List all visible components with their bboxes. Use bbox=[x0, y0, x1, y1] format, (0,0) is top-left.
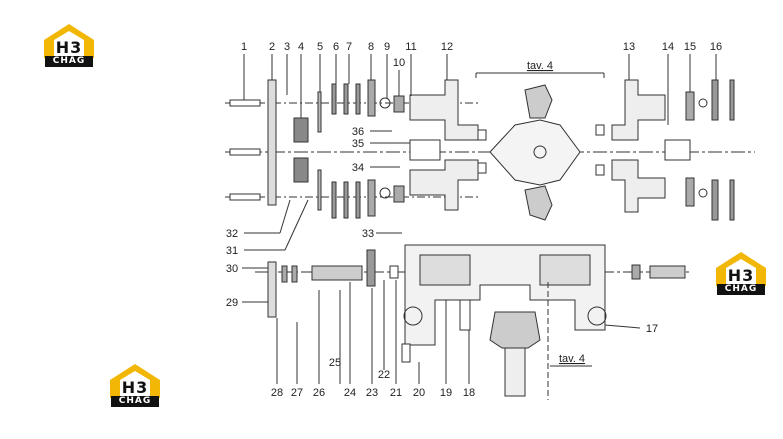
logo-mark: H3 bbox=[121, 378, 149, 397]
part-number-label: 17 bbox=[646, 323, 658, 335]
house-logo-icon bbox=[44, 24, 94, 58]
part-number-label: 35 bbox=[352, 138, 364, 150]
brand-logo-right: H3 CHAG bbox=[712, 250, 770, 296]
part-number-label: 4 bbox=[298, 41, 304, 53]
part-number-label: 2 bbox=[269, 41, 275, 53]
brand-logo-bottom-left: H3 CHAG bbox=[106, 362, 164, 408]
part-number-label: 13 bbox=[623, 41, 635, 53]
part-number-label: 31 bbox=[226, 245, 238, 257]
part-number-label: 25 bbox=[329, 357, 341, 369]
part-number-label: 23 bbox=[366, 387, 378, 399]
part-number-label: 9 bbox=[384, 41, 390, 53]
part-number-label: 26 bbox=[313, 387, 325, 399]
part-number-label: 28 bbox=[271, 387, 283, 399]
logo-text: CHAG bbox=[45, 56, 93, 67]
part-number-label: 32 bbox=[226, 228, 238, 240]
part-number-label: 8 bbox=[368, 41, 374, 53]
part-number-label: 20 bbox=[413, 387, 425, 399]
part-number-label: 22 bbox=[378, 369, 390, 381]
part-number-label: 6 bbox=[333, 41, 339, 53]
part-number-label: 18 bbox=[463, 387, 475, 399]
part-number-label: 10 bbox=[393, 57, 405, 69]
part-number-label: 1 bbox=[241, 41, 247, 53]
logo-text: CHAG bbox=[717, 284, 765, 295]
part-number-label: 3 bbox=[284, 41, 290, 53]
part-number-label: 34 bbox=[352, 162, 364, 174]
part-number-label: 5 bbox=[317, 41, 323, 53]
logo-text: CHAG bbox=[111, 396, 159, 407]
part-number-label: 24 bbox=[344, 387, 356, 399]
part-number-label: 15 bbox=[684, 41, 696, 53]
part-number-label: 33 bbox=[362, 228, 374, 240]
house-logo-icon bbox=[716, 252, 766, 286]
part-number-label: 7 bbox=[346, 41, 352, 53]
part-number-label: 14 bbox=[662, 41, 674, 53]
part-number-label: 11 bbox=[405, 41, 416, 53]
part-number-label: 36 bbox=[352, 126, 364, 138]
logo-mark: H3 bbox=[55, 38, 83, 57]
part-number-label: 21 bbox=[390, 387, 402, 399]
brand-logo-top-left: H3 CHAG bbox=[40, 22, 98, 68]
part-number-label: 27 bbox=[291, 387, 303, 399]
house-logo-icon bbox=[110, 364, 160, 398]
ref-label-bottom: tav. 4 bbox=[559, 353, 585, 365]
part-number-label: 19 bbox=[440, 387, 452, 399]
ref-label-top: tav. 4 bbox=[527, 60, 553, 72]
part-number-label: 29 bbox=[226, 297, 238, 309]
logo-mark: H3 bbox=[727, 266, 755, 285]
part-number-label: 30 bbox=[226, 263, 238, 275]
part-number-label: 12 bbox=[441, 41, 453, 53]
part-number-label: 16 bbox=[710, 41, 722, 53]
